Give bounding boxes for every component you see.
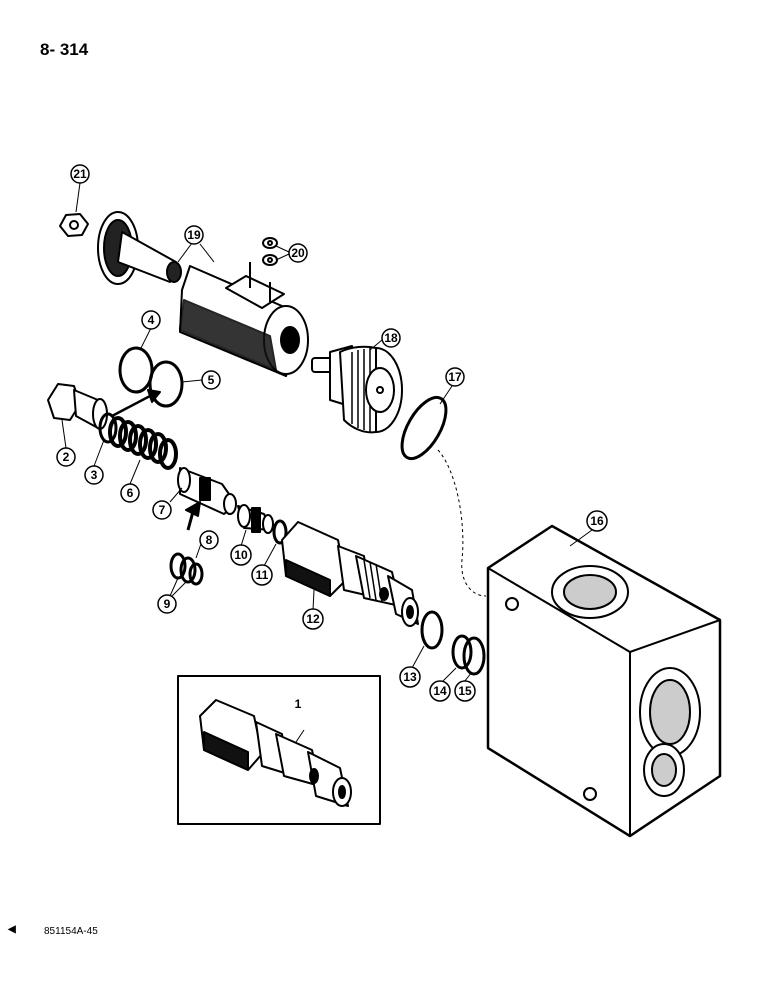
part-small-nuts <box>262 237 278 266</box>
svg-text:4: 4 <box>148 313 155 327</box>
part-plug <box>47 383 108 430</box>
part-cartridge <box>281 521 419 627</box>
callout-leaders <box>61 182 593 743</box>
svg-text:12: 12 <box>306 612 320 626</box>
part-ring-set <box>169 552 204 586</box>
callout-10: 10 <box>230 544 252 566</box>
part-coil-housing <box>179 262 309 377</box>
callout-9: 9 <box>157 594 177 614</box>
callout-8: 8 <box>199 530 219 550</box>
callout-5: 5 <box>201 370 221 390</box>
corner-mark: ◀ <box>8 924 16 935</box>
svg-text:11: 11 <box>256 568 269 582</box>
callout-13: 13 <box>399 666 421 688</box>
callout-15: 15 <box>454 680 476 702</box>
callout-20: 20 <box>288 243 308 263</box>
callout-18: 18 <box>381 328 401 348</box>
callout-12: 12 <box>302 608 324 630</box>
callout-19: 19 <box>184 225 204 245</box>
svg-text:20: 20 <box>291 246 305 260</box>
part-spring <box>108 416 178 470</box>
svg-text:8: 8 <box>206 533 213 547</box>
part-seal <box>451 634 473 670</box>
assembly-path-line <box>437 449 487 597</box>
callout-16: 16 <box>586 510 608 532</box>
svg-text:9: 9 <box>164 597 171 611</box>
part-o-ring <box>400 395 448 461</box>
part-o-ring-small <box>272 519 288 545</box>
part-spool <box>237 504 274 534</box>
part-backup-ring <box>462 636 486 676</box>
svg-text:13: 13 <box>403 670 417 684</box>
callout-2: 2 <box>56 447 76 467</box>
part-seal <box>98 412 118 444</box>
callout-7: 7 <box>152 500 172 520</box>
svg-text:21: 21 <box>73 167 87 181</box>
svg-text:16: 16 <box>590 514 604 528</box>
svg-text:18: 18 <box>384 331 398 345</box>
svg-text:15: 15 <box>458 684 472 698</box>
inset-box <box>177 675 381 825</box>
svg-text:5: 5 <box>208 373 215 387</box>
part-seal <box>420 610 444 650</box>
part-washer <box>118 346 154 394</box>
callout-11: 11 <box>251 564 273 586</box>
svg-text:7: 7 <box>159 503 166 517</box>
svg-text:3: 3 <box>91 468 98 482</box>
svg-text:17: 17 <box>448 370 462 384</box>
callout-17: 17 <box>445 367 465 387</box>
part-solenoid-stem <box>311 345 403 434</box>
svg-text:14: 14 <box>433 684 447 698</box>
pointer-arrowhead <box>185 501 201 517</box>
svg-text:19: 19 <box>187 228 201 242</box>
part-nut <box>59 213 89 237</box>
pointer-arrowhead <box>147 389 161 403</box>
callout-3: 3 <box>84 465 104 485</box>
callout-4: 4 <box>141 310 161 330</box>
part-flange-pin <box>97 211 182 285</box>
callout-21: 21 <box>70 164 90 184</box>
callout-6: 6 <box>120 483 140 503</box>
callout-1: 1 <box>295 697 302 711</box>
part-washer <box>148 360 184 408</box>
pointer-arrow <box>111 394 151 418</box>
part-assembly <box>199 699 352 807</box>
svg-text:10: 10 <box>234 548 248 562</box>
document-code: 851154A-45 <box>44 926 98 937</box>
svg-text:6: 6 <box>127 486 134 500</box>
page-number: 8- 314 <box>40 40 89 59</box>
callout-14: 14 <box>429 680 451 702</box>
part-poppet <box>177 467 237 515</box>
svg-text:2: 2 <box>63 450 70 464</box>
part-valve-block <box>486 524 722 838</box>
